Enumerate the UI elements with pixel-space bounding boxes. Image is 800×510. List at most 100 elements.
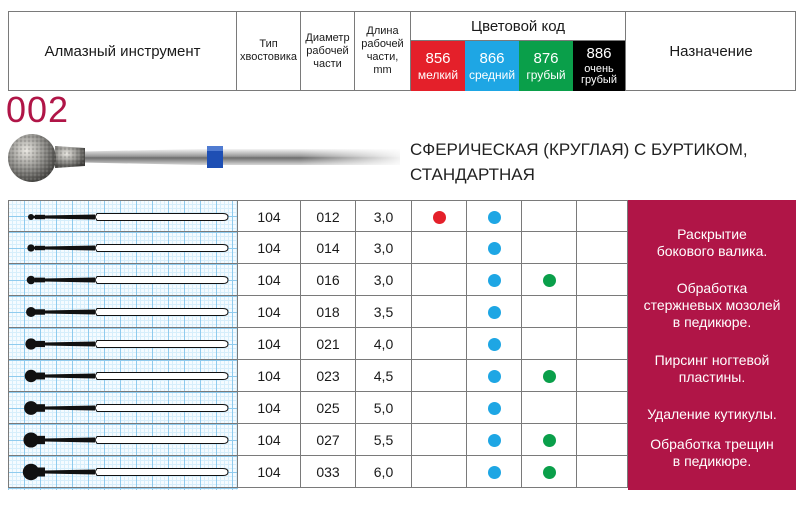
header-diameter-line: рабочей: [306, 44, 349, 57]
grit-extra-coarse-cell: [577, 424, 628, 456]
bur-profile-icon: [27, 244, 229, 252]
availability-dot-blue: [487, 465, 501, 479]
purpose-item: Пирсинг ногтевой пластины.: [628, 352, 796, 386]
bur-profile-icon: [23, 432, 229, 448]
description-line: СТАНДАРТНАЯ: [410, 165, 535, 184]
availability-dot-red: [432, 210, 446, 224]
availability-dot-green: [542, 465, 556, 479]
availability-dot-green: [542, 433, 556, 447]
availability-dot-blue: [487, 401, 501, 415]
diameter-cell: 014: [301, 232, 356, 264]
grit-label: очень грубый: [581, 63, 617, 86]
header-shank-line: Тип: [259, 38, 278, 50]
grit-medium-cell: [467, 392, 522, 424]
grit-medium-swatch: 866 средний: [465, 41, 519, 91]
grit-extra-coarse-cell: [577, 360, 628, 392]
shank-type-cell: 104: [238, 424, 301, 456]
availability-dot-green: [542, 369, 556, 383]
grit-fine-cell: [412, 424, 467, 456]
grit-extra-coarse-swatch: 886 очень грубый: [573, 41, 625, 91]
bur-profile-cell: [8, 360, 238, 392]
length-cell: 5,5: [356, 424, 412, 456]
grit-fine-swatch: 856 мелкий: [411, 41, 465, 91]
bur-profile-icon: [24, 401, 229, 415]
grit-coarse-cell: [522, 392, 577, 424]
shank-type-cell: 104: [238, 456, 301, 488]
availability-dot-blue: [487, 210, 501, 224]
bur-profile-cell: [8, 392, 238, 424]
availability-dot-blue: [487, 305, 501, 319]
diameter-cell: 023: [301, 360, 356, 392]
grit-coarse-cell: [522, 328, 577, 360]
length-cell: 3,0: [356, 232, 412, 264]
grit-coarse-swatch: 876 грубый: [519, 41, 573, 91]
shank-type-cell: 104: [238, 360, 301, 392]
purpose-line: пластины.: [678, 369, 746, 385]
length-cell: 3,0: [356, 264, 412, 296]
purpose-panel: Раскрытие бокового валика. Обработка сте…: [628, 200, 796, 490]
availability-dot-blue: [487, 369, 501, 383]
grit-extra-coarse-cell: [577, 456, 628, 488]
grit-extra-coarse-cell: [577, 296, 628, 328]
grit-code: 856: [425, 49, 451, 67]
product-description: СФЕРИЧЕСКАЯ (КРУГЛАЯ) С БУРТИКОМ, СТАНДА…: [410, 137, 790, 187]
grit-coarse-cell: [522, 424, 577, 456]
bur-profile-icon: [28, 213, 229, 221]
header-purpose: Назначение: [626, 12, 796, 90]
length-cell: 6,0: [356, 456, 412, 488]
purpose-item: Обработка стержневых мозолей в педикюре.: [628, 280, 796, 331]
purpose-line: бокового валика.: [656, 243, 768, 259]
grit-coarse-cell: [522, 456, 577, 488]
availability-dot-blue: [487, 241, 501, 255]
grit-medium-cell: [467, 296, 522, 328]
grit-medium-cell: [467, 456, 522, 488]
length-cell: 3,5: [356, 296, 412, 328]
grit-fine-cell: [412, 360, 467, 392]
product-code: 002: [6, 89, 70, 130]
header-color-code: Цветовой код 856 мелкий 866 средний 876 …: [411, 12, 626, 91]
header-length-line: Длина: [366, 25, 399, 37]
availability-dot-blue: [487, 273, 501, 287]
header-tool-label: Алмазный инструмент: [44, 42, 201, 60]
shank-type-cell: 104: [238, 392, 301, 424]
header-diameter-line: части: [313, 57, 342, 70]
grit-fine-cell: [412, 456, 467, 488]
bur-profile-cell: [8, 264, 238, 296]
shank-type-cell: 104: [238, 201, 301, 233]
grit-medium-cell: [467, 201, 522, 233]
grit-fine-cell: [412, 296, 467, 328]
grit-medium-cell: [467, 424, 522, 456]
grit-coarse-cell: [522, 360, 577, 392]
header-purpose-label: Назначение: [669, 42, 753, 60]
grit-coarse-cell: [522, 296, 577, 328]
diameter-cell: 016: [301, 264, 356, 296]
purpose-line: стержневых мозолей: [643, 297, 781, 313]
grit-coarse-cell: [522, 201, 577, 233]
purpose-line: в педикюре.: [672, 453, 752, 469]
grit-label: средний: [468, 67, 516, 82]
grit-extra-coarse-cell: [577, 328, 628, 360]
diamond-bur-image: [8, 134, 410, 182]
header-length-line: части,: [366, 51, 399, 63]
shank-type-cell: 104: [238, 264, 301, 296]
grit-fine-cell: [412, 328, 467, 360]
grit-fine-cell: [412, 264, 467, 296]
grit-extra-coarse-cell: [577, 201, 628, 233]
shank-type-cell: 104: [238, 328, 301, 360]
diameter-cell: 012: [301, 201, 356, 233]
diameter-cell: 018: [301, 296, 356, 328]
grit-medium-cell: [467, 264, 522, 296]
grit-code: 866: [479, 49, 505, 67]
grit-code: 886: [586, 45, 612, 62]
availability-dot-blue: [487, 433, 501, 447]
grit-fine-cell: [412, 232, 467, 264]
